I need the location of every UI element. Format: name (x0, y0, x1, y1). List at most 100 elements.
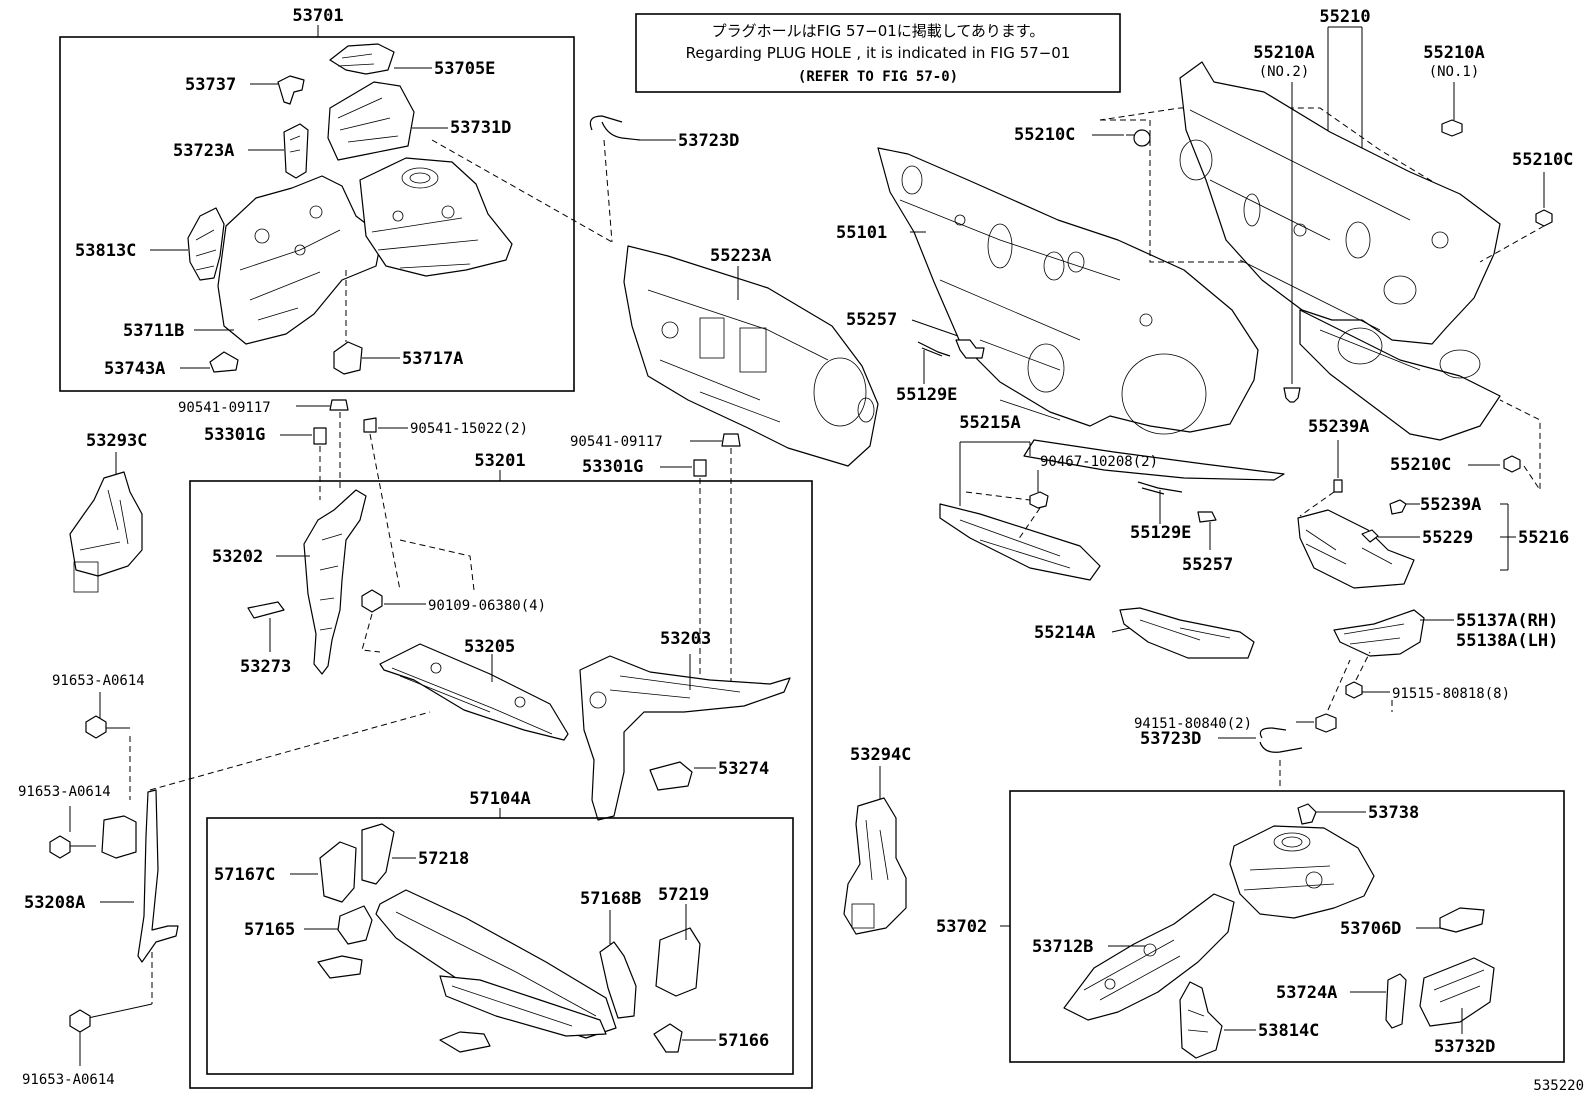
part-55101-lower-flange (1023, 439, 1285, 481)
label-53706D: 53706D (1340, 919, 1401, 939)
part-55101 (877, 147, 1259, 433)
part-57167C (319, 841, 357, 903)
label-91653-b: 91653-A0614 (18, 784, 111, 800)
label-90541-a: 90541-09117 (178, 400, 271, 416)
part-53705E (329, 43, 395, 75)
part-91653-a (85, 715, 107, 739)
part-53203 (579, 655, 791, 821)
part-group-53208A: 91653-A0614 91653-A0614 53208A 91653-A06… (18, 673, 179, 1088)
label-53274: 53274 (718, 759, 769, 779)
label-53293C: 53293C (86, 431, 147, 451)
label-57165: 57165 (244, 920, 295, 940)
label-55223A: 55223A (710, 246, 771, 266)
label-55214A: 55214A (1034, 623, 1095, 643)
label-57218: 57218 (418, 849, 469, 869)
label-90467: 90467-10208(2) (1040, 454, 1158, 470)
group-53702: 53702 53738 53712B 53706D 53724A 53814C (936, 790, 1565, 1063)
label-91515: 91515-80818(8) (1392, 686, 1510, 702)
part-57104A-lower-member (439, 975, 607, 1037)
part-53737 (277, 75, 305, 105)
label-55257-bot: 55257 (1182, 555, 1233, 575)
label-no2: (NO.2) (1259, 64, 1310, 80)
label-55210A-no1: 55210A (1423, 43, 1484, 63)
part-53702-tower (1229, 825, 1375, 919)
label-no1: (NO.1) (1429, 64, 1480, 80)
label-53723A: 53723A (173, 141, 234, 161)
part-group-55101: 55101 (836, 147, 1285, 481)
label-53301G-b: 53301G (582, 457, 643, 477)
label-53301G-a: 53301G (204, 425, 265, 445)
part-55239A-mid (1389, 499, 1407, 515)
label-57168B: 57168B (580, 889, 641, 909)
part-group-55257-55129E-top: 55257 55129E (846, 310, 985, 405)
label-53205: 53205 (464, 637, 515, 657)
part-55216-duct (1297, 509, 1415, 589)
group-53201: 53201 53202 90109-06380(4) 53273 53205 5… (149, 451, 813, 1089)
part-group-55216: 55239A 55239A 55229 55216 (1297, 417, 1569, 589)
label-53294C: 53294C (850, 745, 911, 765)
label-55216: 55216 (1518, 528, 1569, 548)
part-53738 (1297, 803, 1317, 825)
part-53208A (137, 789, 179, 963)
part-90541-a (329, 399, 349, 411)
label-55257-top: 55257 (846, 310, 897, 330)
label-91653-c: 91653-A0614 (22, 1072, 115, 1088)
part-53706D (1439, 907, 1485, 933)
part-53743A (209, 351, 239, 373)
part-91653-b (49, 835, 71, 859)
group-frame-53701 (59, 36, 575, 392)
label-57166: 57166 (718, 1031, 769, 1051)
label-55210A-no2: 55210A (1253, 43, 1314, 63)
part-90467 (1029, 491, 1049, 509)
label-53737: 53737 (185, 75, 236, 95)
part-57166 (653, 1023, 683, 1053)
part-53205 (379, 643, 569, 741)
label-53723D-top: 53723D (678, 131, 739, 151)
label-94151: 94151-80840(2) (1134, 716, 1252, 732)
label-53203: 53203 (660, 629, 711, 649)
part-53294C (843, 797, 907, 935)
label-55138A: 55138A(LH) (1456, 631, 1558, 651)
part-55229 (1361, 529, 1379, 543)
part-group-55223A: 55223A (623, 245, 879, 467)
leader-53208A-to-53205 (149, 711, 431, 791)
label-53738: 53738 (1368, 803, 1419, 823)
label-53814C: 53814C (1258, 1021, 1319, 1041)
part-group-55210: 55210 55210A (NO.2) 55210A (NO.1) 55210C… (1014, 7, 1573, 492)
part-55214A (1119, 607, 1255, 659)
leader-53701-to-55223A (431, 139, 613, 243)
label-53701: 53701 (292, 6, 343, 26)
fasteners-53201-top: 90541-09117 53301G 90541-15022(2) 90541-… (178, 399, 741, 702)
label-55239A-top: 55239A (1308, 417, 1369, 437)
part-57165 (337, 905, 373, 945)
part-55210-lower (1299, 309, 1501, 441)
part-55223A (623, 245, 879, 467)
label-90109: 90109-06380(4) (428, 598, 546, 614)
label-91653-a: 91653-A0614 (52, 673, 145, 689)
label-53273: 53273 (240, 657, 291, 677)
part-55210C-right (1535, 209, 1553, 227)
label-55210C-left: 55210C (1014, 125, 1075, 145)
part-53732D (1419, 957, 1495, 1027)
label-53732D: 53732D (1434, 1037, 1495, 1057)
part-90109 (361, 589, 383, 613)
label-55137A: 55137A(RH) (1456, 611, 1558, 631)
part-53723D-bottom (1259, 727, 1303, 753)
part-53731D (327, 81, 415, 161)
label-53712B: 53712B (1032, 937, 1093, 957)
label-90541-b: 90541-09117 (570, 434, 663, 450)
label-53743A: 53743A (104, 359, 165, 379)
part-55137A (1333, 609, 1425, 657)
part-53711B-tower (359, 157, 513, 277)
part-group-55215A: 55215A 90467-10208(2) 55129E 55257 (939, 413, 1233, 581)
label-55215A: 55215A (959, 413, 1020, 433)
label-90541-15022: 90541-15022(2) (410, 421, 528, 437)
part-55239A-top (1333, 479, 1343, 493)
part-91515 (1345, 681, 1363, 699)
part-57168B (599, 941, 637, 1019)
label-53724A: 53724A (1276, 983, 1337, 1003)
part-group-53293C: 53293C (69, 431, 147, 593)
label-55239A-mid: 55239A (1420, 495, 1481, 515)
note-line-english: Regarding PLUG HOLE , it is indicated in… (686, 44, 1071, 62)
label-53201: 53201 (474, 451, 525, 471)
